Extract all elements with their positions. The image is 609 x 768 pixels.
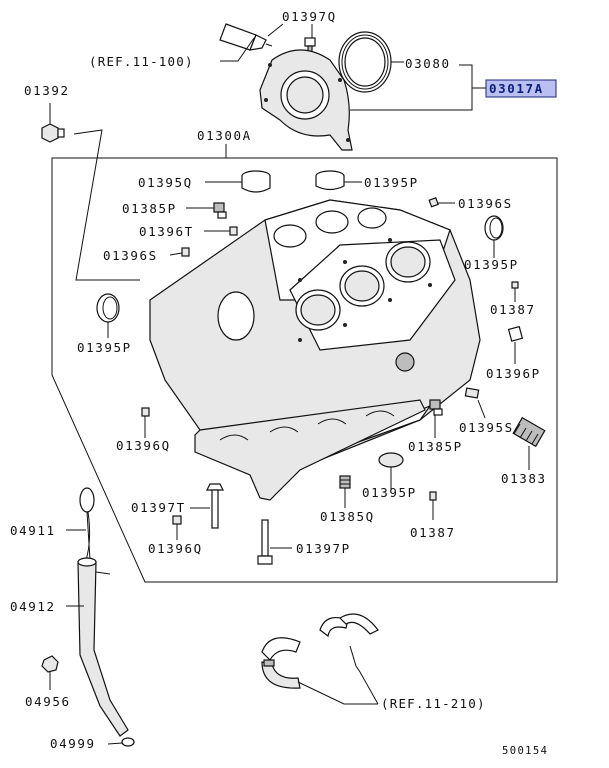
pin-01396s-a-icon [428, 197, 439, 208]
ref-11-210[interactable]: (REF.11-210) [381, 696, 486, 711]
label-03080[interactable]: 03080 [405, 56, 451, 71]
sealant-tube-icon [219, 23, 273, 51]
plug-01385q-icon [339, 475, 351, 489]
cup-plug-01395p-c-icon [96, 293, 120, 323]
label-01396s-a[interactable]: 01396S [458, 196, 513, 211]
bolt-01397t-icon [206, 483, 224, 529]
leader [220, 37, 255, 62]
o-ring-04999-icon [121, 737, 135, 747]
plug-01395s-icon [464, 387, 480, 399]
label-01385p-b[interactable]: 01385P [408, 439, 463, 454]
label-01387-a[interactable]: 01387 [490, 302, 536, 317]
label-01395q[interactable]: 01395Q [138, 175, 193, 190]
dowel-01387-a-icon [511, 281, 519, 289]
threaded-plug-01383-icon [512, 416, 546, 448]
label-04956[interactable]: 04956 [25, 694, 71, 709]
label-01385q[interactable]: 01385Q [320, 509, 375, 524]
rear-seal-case-icon [259, 49, 353, 151]
dipstick-tube-icon [77, 557, 129, 737]
pin-01396p-icon [507, 325, 524, 342]
bolt-01397p-icon [257, 519, 273, 565]
label-04999[interactable]: 04999 [50, 736, 96, 751]
cup-plug-01395p-d-icon [378, 452, 404, 468]
ref-11-100[interactable]: (REF.11-100) [89, 54, 194, 69]
label-01383[interactable]: 01383 [501, 471, 547, 486]
label-01396q-a[interactable]: 01396Q [116, 438, 171, 453]
bearing-shell-right-icon [319, 613, 379, 673]
leader [267, 23, 284, 37]
label-01395p-c[interactable]: 01395P [77, 340, 132, 355]
dowel-01387-b-icon [429, 491, 437, 501]
bolt-04956-icon [41, 655, 59, 673]
bolt-01392-icon [41, 123, 65, 143]
label-01395s[interactable]: 01395S [459, 420, 514, 435]
cup-plug-01395p-b-icon [484, 215, 504, 241]
label-01300a[interactable]: 01300A [197, 128, 252, 143]
label-01396s-b[interactable]: 01396S [103, 248, 158, 263]
leader [477, 399, 486, 419]
label-04911[interactable]: 04911 [10, 523, 56, 538]
label-01397p[interactable]: 01397P [296, 541, 351, 556]
label-01397t[interactable]: 01397T [131, 500, 186, 515]
label-01397q[interactable]: 01397Q [282, 9, 337, 24]
pin-01396q-b-icon [172, 515, 182, 525]
pin-01396t-icon [229, 226, 238, 236]
label-03017a[interactable]: 03017A [489, 81, 544, 96]
label-01395p-d[interactable]: 01395P [362, 485, 417, 500]
leader [107, 742, 123, 745]
label-01387-b[interactable]: 01387 [410, 525, 456, 540]
pin-01396q-a-icon [141, 407, 150, 417]
oil-seal-ring-icon [338, 31, 392, 93]
label-01385p-a[interactable]: 01385P [122, 201, 177, 216]
cup-plug-01395p-a-icon [315, 170, 345, 191]
bearing-cap-ladder-icon [194, 399, 426, 501]
plug-01385p-b-icon [429, 399, 443, 416]
cylinder-block-frame [51, 157, 558, 583]
label-01396p[interactable]: 01396P [486, 366, 541, 381]
label-01392[interactable]: 01392 [24, 83, 70, 98]
diagram-number: 500154 [502, 745, 548, 757]
label-01396q-b[interactable]: 01396Q [148, 541, 203, 556]
leader [297, 681, 378, 705]
label-01395p-a[interactable]: 01395P [364, 175, 419, 190]
plug-01385p-a-icon [213, 202, 227, 219]
highlighted-part-box[interactable] [485, 79, 557, 98]
leader [169, 252, 183, 256]
bearing-shell-left-icon [261, 637, 301, 689]
leader [73, 129, 140, 281]
label-04912[interactable]: 04912 [10, 599, 56, 614]
pin-01396s-b-icon [181, 247, 190, 257]
leader [359, 671, 379, 705]
label-01396t[interactable]: 01396T [139, 224, 194, 239]
label-01395p-b[interactable]: 01395P [464, 257, 519, 272]
cup-plug-01395q-icon [241, 170, 271, 193]
